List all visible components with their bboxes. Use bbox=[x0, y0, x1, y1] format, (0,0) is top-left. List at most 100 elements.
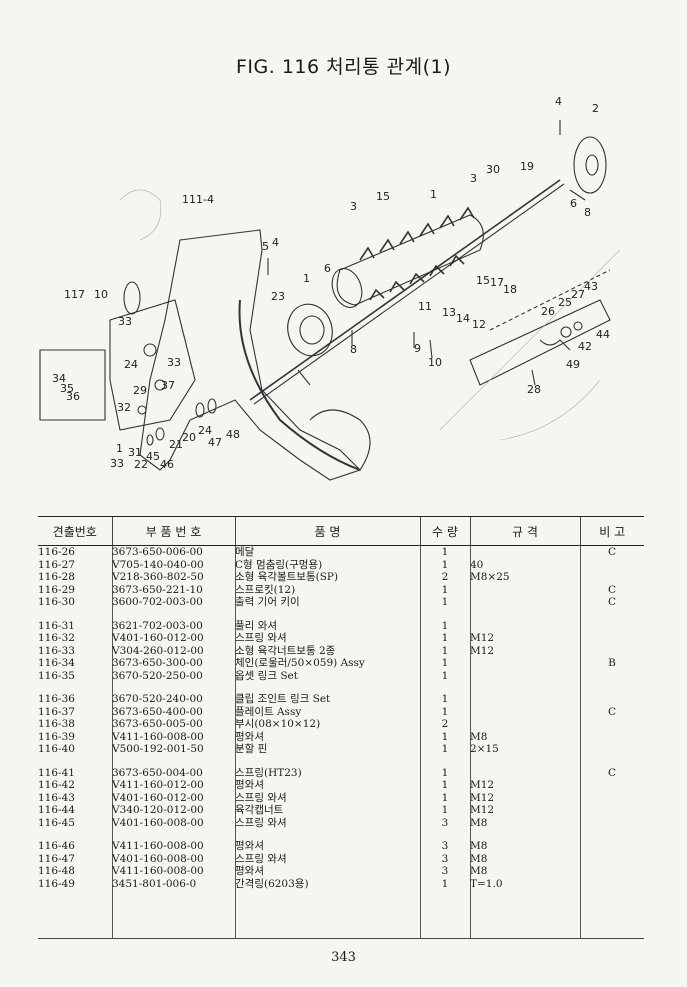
callout-label: 30 bbox=[486, 163, 500, 176]
cell-index-no: 116-44 bbox=[38, 804, 75, 816]
cell-spec bbox=[470, 657, 580, 670]
callout-label: 12 bbox=[472, 318, 486, 331]
callout-label: 4 bbox=[555, 95, 562, 108]
cell-index-no: 116-39 bbox=[38, 730, 75, 743]
cell-remarks: C bbox=[607, 766, 617, 779]
cell-part-number: 3451-801-006-0 bbox=[112, 877, 197, 890]
callout-label: 3 bbox=[350, 200, 357, 213]
cell-spec: M8 bbox=[470, 730, 488, 743]
callout-label: 6 bbox=[570, 197, 577, 210]
cell-quantity: 1 bbox=[441, 804, 449, 816]
cell-index-no: 116-45 bbox=[38, 816, 75, 829]
main-shaft bbox=[249, 179, 561, 401]
cell-spec: T=1.0 bbox=[470, 877, 503, 890]
cell-spec: M8 bbox=[470, 852, 488, 865]
cell-spec bbox=[470, 546, 580, 559]
cell-part-number: 3670-520-250-00 bbox=[112, 669, 203, 682]
cell-index-no: 116-29 bbox=[38, 583, 75, 596]
callout-label: 9 bbox=[414, 342, 421, 355]
callout-label: 13 bbox=[442, 306, 456, 319]
cell-part-number: 3673-650-005-00 bbox=[112, 718, 203, 730]
cell-part-number: 3673-650-400-00 bbox=[112, 705, 203, 718]
cell-part-number: V218-360-802-50 bbox=[112, 571, 204, 583]
cell-spec bbox=[470, 670, 580, 683]
cell-part-number: V500-192-001-50 bbox=[112, 743, 204, 755]
cell-spec: M12 bbox=[470, 644, 495, 657]
cell-part-name: 부시(08×10×12) bbox=[235, 718, 321, 730]
callout-label: 43 bbox=[584, 280, 598, 293]
cell-part-name: 메달 bbox=[235, 546, 255, 558]
sprocket bbox=[123, 281, 141, 315]
cell-part-number: V411-160-008-00 bbox=[112, 865, 204, 877]
callout-label: 1 bbox=[430, 188, 437, 201]
cell-part-name: 플레이트 Assy bbox=[235, 705, 302, 718]
callout-label: 33 bbox=[118, 315, 132, 328]
cell-spec: M12 bbox=[470, 632, 495, 644]
callout-label: 10 bbox=[428, 356, 442, 369]
callout-label: 4 bbox=[272, 236, 279, 249]
cell-quantity: 1 bbox=[441, 657, 449, 669]
callout-label: 1 bbox=[116, 442, 123, 455]
cell-part-name: 육각캡너트 bbox=[235, 804, 284, 816]
cell-quantity: 3 bbox=[441, 865, 449, 877]
cell-spec: 2×15 bbox=[470, 743, 499, 755]
cell-index-no: 116-36 bbox=[38, 693, 75, 705]
cell-quantity: 3 bbox=[441, 840, 449, 852]
cell-index-no: 116-27 bbox=[38, 558, 75, 571]
callout-label: 5 bbox=[262, 240, 269, 253]
cell-part-name: 풀리 와셔 bbox=[235, 619, 277, 632]
callout-label: 15 bbox=[476, 274, 490, 287]
callout-label: 33 bbox=[167, 356, 181, 369]
cell-remarks bbox=[580, 840, 644, 853]
callout-label: 117 bbox=[64, 288, 85, 301]
callout-label: 1 bbox=[303, 272, 310, 285]
cell-remarks bbox=[580, 853, 644, 866]
cell-part-name: 스프링(HT23) bbox=[235, 766, 302, 779]
cell-part-name: 체인(로울러/50×059) Assy bbox=[235, 657, 365, 669]
cell-remarks bbox=[580, 792, 644, 805]
cell-spec: M8 bbox=[470, 816, 488, 829]
callout-label: 20 bbox=[182, 431, 196, 444]
figure-title: FIG. 116 처리통 관계(1) bbox=[236, 56, 451, 78]
callout-label: 33 bbox=[110, 457, 124, 470]
cell-part-number: V304-260-012-00 bbox=[112, 644, 204, 657]
callout-label: 32 bbox=[117, 401, 131, 414]
callout-label: 28 bbox=[527, 383, 541, 396]
callout-label: 29 bbox=[133, 384, 147, 397]
cell-index-no: 116-28 bbox=[38, 571, 75, 583]
cell-remarks bbox=[580, 731, 644, 744]
pulley-disk bbox=[573, 136, 607, 194]
cell-part-name: 스프링 와셔 bbox=[235, 852, 287, 865]
callout-label: 2 bbox=[592, 102, 599, 115]
cell-remarks bbox=[580, 804, 644, 817]
cell-remarks: B bbox=[608, 657, 616, 669]
cell-index-no: 116-40 bbox=[38, 743, 75, 755]
cell-part-name: 평와셔 bbox=[235, 730, 264, 743]
cell-quantity: 2 bbox=[441, 718, 449, 730]
cell-index-no: 116-30 bbox=[38, 596, 75, 608]
callout-label: 8 bbox=[350, 343, 357, 356]
cell-part-name: 스프링 와셔 bbox=[235, 791, 287, 804]
callout-label: 31 bbox=[128, 446, 142, 459]
cell-spec: M8 bbox=[470, 840, 488, 852]
cell-part-number: 3621-702-003-00 bbox=[112, 619, 203, 632]
cell-quantity: 1 bbox=[441, 766, 449, 779]
cell-spec bbox=[470, 584, 580, 597]
cell-quantity: 1 bbox=[441, 546, 449, 558]
cell-index-no: 116-49 bbox=[38, 877, 75, 890]
